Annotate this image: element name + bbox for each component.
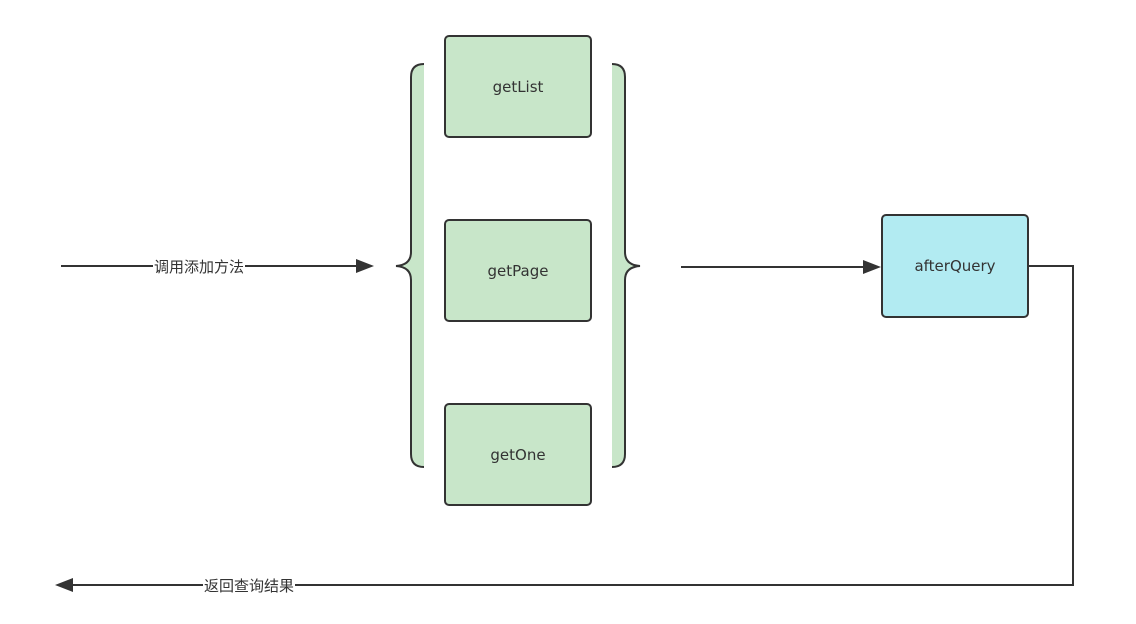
left-brace (396, 64, 424, 467)
left-brace-outline (395, 63, 425, 468)
get-one-node: getOne (444, 403, 592, 506)
return-result-label: 返回查询结果 (203, 577, 296, 595)
return-arrow-head (55, 578, 73, 592)
after-query-label: afterQuery (914, 257, 996, 275)
get-one-label: getOne (490, 445, 546, 464)
return-arrow-line (72, 265, 1074, 586)
get-page-node: getPage (444, 219, 592, 322)
right-brace (612, 64, 640, 467)
call-method-label: 调用添加方法 (153, 258, 246, 276)
get-page-label: getPage (487, 261, 549, 280)
right-brace-outline (611, 63, 641, 468)
call-arrow-head (356, 259, 374, 273)
query-arrow-head (863, 260, 881, 274)
after-query-node: afterQuery (881, 214, 1029, 318)
get-list-label: getList (492, 77, 544, 96)
get-list-node: getList (444, 35, 592, 138)
